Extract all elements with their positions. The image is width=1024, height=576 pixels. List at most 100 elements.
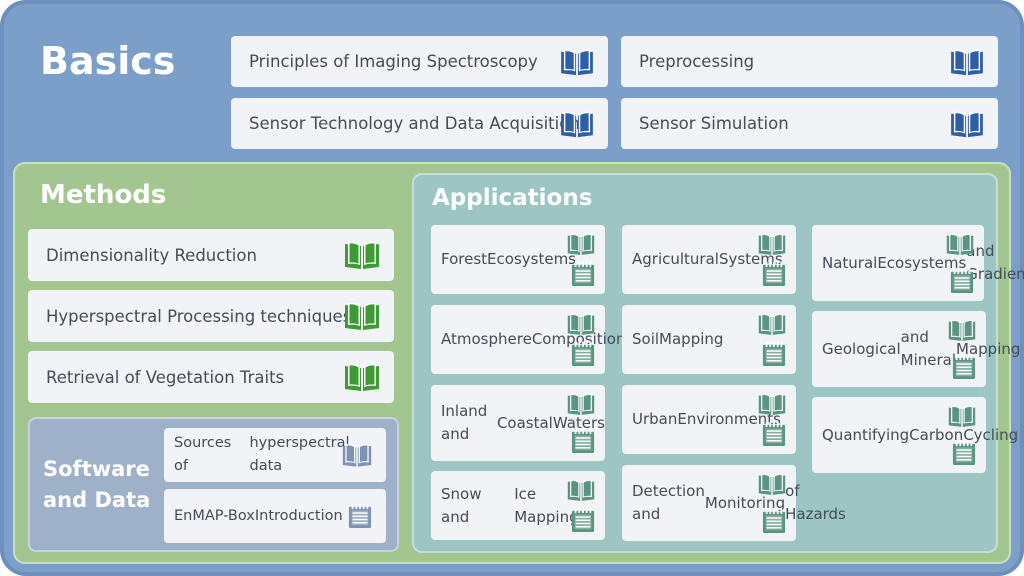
card-label-line: EnMAP-Box (174, 507, 255, 524)
book-icon (567, 392, 595, 416)
card-label: Dimensionality Reduction (46, 245, 257, 265)
card-label-line: Ecosystems (487, 250, 576, 268)
card-label-line: Ice Mapping (514, 484, 579, 526)
card-label-line: Carbon (909, 425, 964, 444)
software-card-sources[interactable]: Sources of hyperspectral data (164, 428, 386, 482)
methods-card-vegetation-traits[interactable]: Retrieval of Vegetation Traits (28, 351, 394, 403)
card-label-line: Waters (552, 413, 605, 432)
book-icon (344, 362, 380, 392)
book-icon (758, 392, 786, 416)
notepad-icon (952, 440, 976, 466)
card-label: Sensor Technology and Data Acquisition (249, 114, 580, 133)
notepad-icon (571, 341, 595, 367)
card-label: Retrieval of Vegetation Traits (46, 367, 285, 387)
book-icon (946, 232, 974, 256)
card-label-line: Snow and (441, 484, 482, 526)
methods-card-hyperspectral-processing[interactable]: Hyperspectral Processing techniques (28, 290, 394, 342)
card-label-line: Natural (822, 253, 878, 272)
card-label-line: Atmosphere (441, 330, 532, 348)
book-icon (560, 110, 594, 138)
card-label-line: Sources of (174, 435, 232, 474)
notepad-icon (762, 341, 786, 367)
methods-title: Methods (40, 180, 167, 210)
basics-card-preprocessing[interactable]: Preprocessing (621, 36, 998, 87)
book-icon (758, 472, 786, 496)
book-icon (950, 48, 984, 76)
notepad-icon (571, 428, 595, 454)
software-card-enmap-box[interactable]: EnMAP-Box Introduction (164, 489, 386, 543)
software-title-line1: Software (43, 457, 150, 481)
book-icon (567, 478, 595, 502)
card-label: Sources of hyperspectral data (174, 428, 386, 482)
card-label: Hyperspectral Processing techniques (46, 306, 352, 326)
card-label-line: Monitoring (704, 493, 786, 512)
notepad-icon (952, 354, 976, 380)
card-label: Principles of Imaging Spectroscopy (249, 52, 538, 71)
book-icon (758, 232, 786, 256)
card-label-line: of Hazards (785, 482, 846, 523)
book-icon (758, 312, 786, 336)
card-label-line: Mapping (659, 330, 724, 348)
card-label: Snow and Ice Mapping (441, 471, 605, 540)
card-label-line: Ecosystems (877, 253, 967, 272)
card-label-line: Cycling (963, 425, 1019, 444)
book-icon (342, 442, 372, 468)
notepad-icon (571, 507, 595, 533)
basics-card-sensor-technology[interactable]: Sensor Technology and Data Acquisition (231, 98, 608, 149)
basics-title: Basics (40, 39, 176, 83)
book-icon (948, 318, 976, 342)
software-title-line2: and Data (43, 488, 151, 512)
book-icon (948, 404, 976, 428)
card-label-line: Introduction (254, 507, 343, 524)
software-title: Software and Data (43, 454, 150, 516)
card-label: Sensor Simulation (639, 114, 789, 133)
book-icon (567, 312, 595, 336)
application-card[interactable]: Snow and Ice Mapping (431, 471, 605, 540)
card-label-line: Environments (677, 410, 781, 428)
notepad-icon (348, 503, 372, 529)
card-label-line: hyperspectral data (249, 435, 350, 474)
card-label-line: Inland and (441, 402, 488, 443)
book-icon (560, 48, 594, 76)
notepad-icon (762, 508, 786, 534)
book-icon (567, 232, 595, 256)
card-label-line: Forest (441, 250, 488, 268)
card-label-line: Agricultural (632, 250, 719, 268)
basics-card-sensor-simulation[interactable]: Sensor Simulation (621, 98, 998, 149)
book-icon (950, 110, 984, 138)
card-label-line: Detection and (632, 482, 705, 523)
card-label-line: and Mineral (900, 328, 957, 369)
card-label-line: Urban (632, 410, 678, 428)
basics-card-principles[interactable]: Principles of Imaging Spectroscopy (231, 36, 608, 87)
applications-title: Applications (432, 185, 593, 211)
card-label-line: Coastal (496, 413, 553, 432)
book-icon (344, 301, 380, 331)
card-label-line: Quantifying (822, 425, 910, 444)
card-label-line: Mapping (956, 339, 1021, 358)
notepad-icon (950, 268, 974, 294)
notepad-icon (762, 261, 786, 287)
notepad-icon (571, 261, 595, 287)
methods-card-dimensionality-reduction[interactable]: Dimensionality Reduction (28, 229, 394, 281)
card-label-line: and Gradients (966, 242, 1024, 283)
card-label: EnMAP-Box Introduction (174, 489, 343, 543)
